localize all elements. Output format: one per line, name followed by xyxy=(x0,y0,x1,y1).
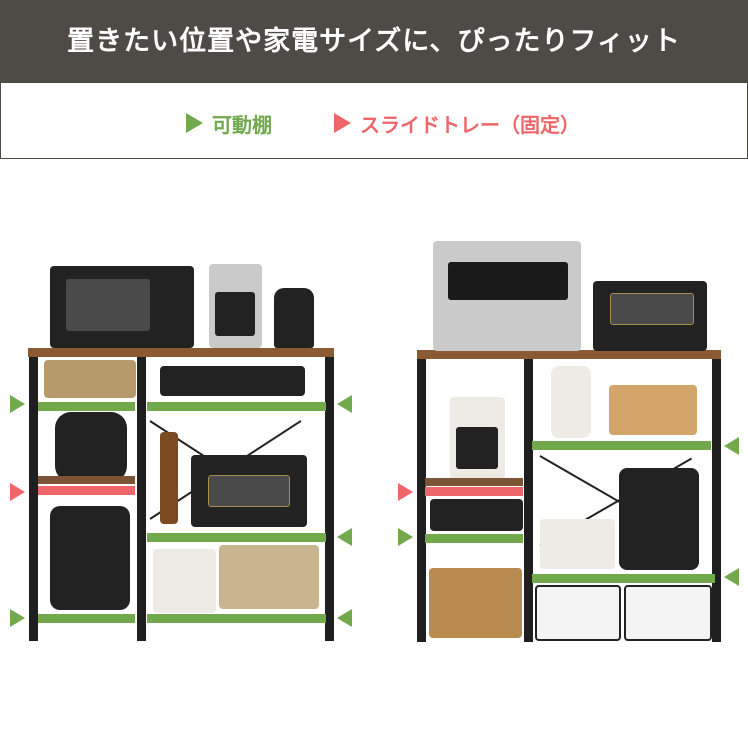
movable-shelf-marker xyxy=(532,574,715,583)
legend-box xyxy=(0,83,748,159)
triangle-left-icon xyxy=(337,395,352,413)
dish-rack-image xyxy=(609,385,697,435)
triangle-right-icon xyxy=(10,395,25,413)
rice-container-image xyxy=(153,549,216,613)
steam-oven-image xyxy=(433,241,581,351)
coffee-maker-image xyxy=(450,397,505,479)
shelf-board xyxy=(38,476,135,484)
basket-image xyxy=(44,360,136,398)
pepper-mill-image xyxy=(160,432,178,524)
movable-shelf-marker xyxy=(532,441,711,450)
triangle-right-icon xyxy=(398,483,413,501)
triangle-right-icon xyxy=(334,113,351,133)
slide-tray-marker xyxy=(38,486,135,495)
rack-post xyxy=(524,356,533,642)
wire-basket-image xyxy=(219,545,319,609)
legend-label-movable-shelf: 可動棚 xyxy=(212,112,272,137)
hot-plate-image xyxy=(540,519,615,569)
grill-pan-image xyxy=(160,366,305,396)
triangle-left-icon xyxy=(724,437,739,455)
header-title: 置きたい位置や家電サイズに、ぴったりフィット xyxy=(67,26,681,57)
top-board xyxy=(28,348,334,357)
top-board xyxy=(417,350,721,359)
microwave-image xyxy=(50,266,194,348)
woven-basket-image xyxy=(429,568,522,638)
rice-cooker-image xyxy=(55,412,127,482)
wire-basket-image xyxy=(535,585,621,641)
legend-slide-tray: スライドトレー（固定） xyxy=(334,108,580,138)
rack-post xyxy=(325,355,334,641)
triangle-right-icon xyxy=(186,113,203,133)
slide-tray-marker xyxy=(425,487,523,496)
rack-post xyxy=(712,356,721,642)
wire-basket-image xyxy=(624,585,712,641)
toaster-image xyxy=(191,455,307,527)
triangle-left-icon xyxy=(337,609,352,627)
triangle-right-icon xyxy=(398,528,413,546)
triangle-left-icon xyxy=(337,528,352,546)
movable-shelf-marker xyxy=(147,402,326,411)
pitcher-image xyxy=(551,366,591,438)
rack-post xyxy=(29,355,38,641)
toaster-image xyxy=(593,281,707,351)
movable-shelf-marker xyxy=(147,533,326,542)
movable-shelf-marker xyxy=(38,614,135,623)
shelf-board xyxy=(425,478,523,486)
triangle-left-icon xyxy=(724,568,739,586)
triangle-right-icon xyxy=(10,483,25,501)
header-banner: 置きたい位置や家電サイズに、ぴったりフィット xyxy=(0,0,748,83)
rack-post xyxy=(417,356,426,642)
legend-label-slide-tray: スライドトレー（固定） xyxy=(360,112,580,137)
air-fryer-image xyxy=(50,506,130,610)
movable-shelf-marker xyxy=(147,614,326,623)
rack-post xyxy=(137,355,146,641)
tray-image xyxy=(430,499,523,531)
kettle-image xyxy=(274,288,314,348)
air-fryer-image xyxy=(619,468,699,570)
coffee-maker-image xyxy=(209,264,262,348)
movable-shelf-marker xyxy=(38,402,135,411)
movable-shelf-marker xyxy=(425,534,523,543)
legend-movable-shelf: 可動棚 xyxy=(186,108,272,138)
triangle-right-icon xyxy=(10,609,25,627)
